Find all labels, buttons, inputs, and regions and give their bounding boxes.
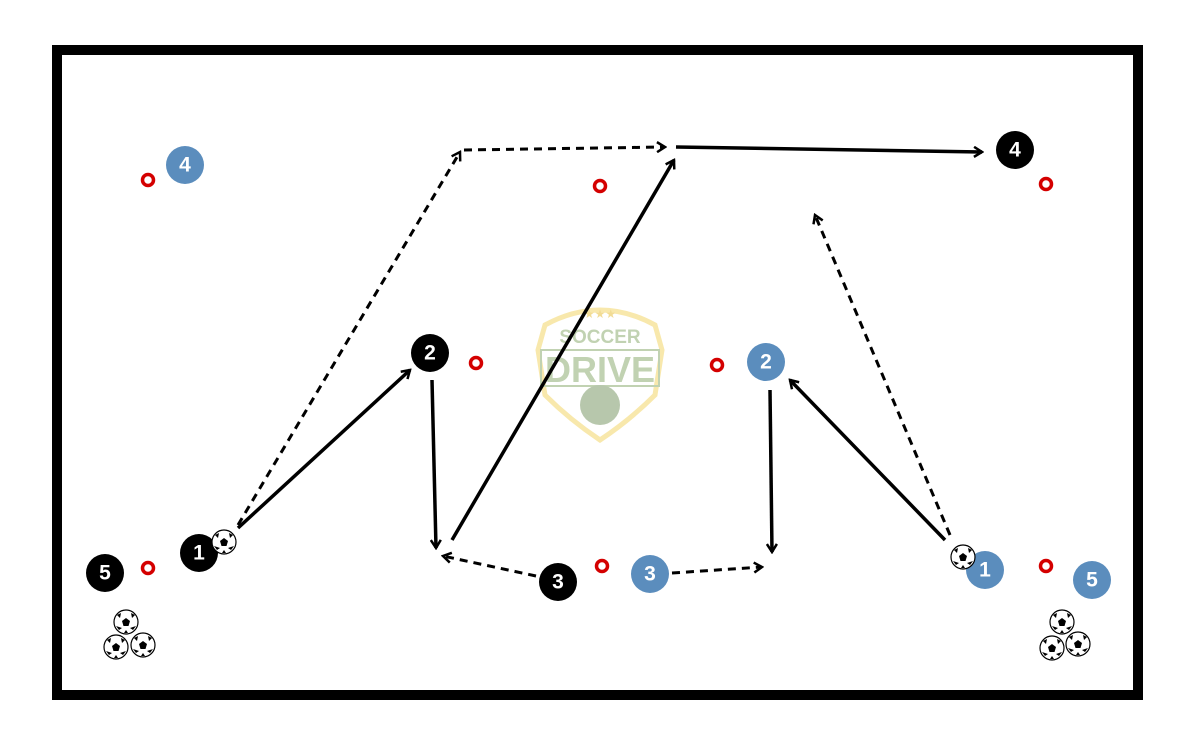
player-blue-1[interactable]: 1 <box>966 551 1004 589</box>
cone-marker-icon <box>1038 558 1054 574</box>
cone-marker-icon <box>468 355 484 371</box>
svg-text:★★★: ★★★ <box>584 307 616 321</box>
player-blue-4[interactable]: 4 <box>166 146 204 184</box>
logo-text-drive: DRIVE <box>545 349 655 390</box>
pass-arrow <box>675 145 982 152</box>
cone-marker-icon <box>1038 176 1054 192</box>
soccer-ball-icon <box>211 529 237 555</box>
player-black-3[interactable]: 3 <box>539 563 577 601</box>
cone-marker-icon <box>140 560 156 576</box>
soccer-drive-logo: ★★★ SOCCER DRIVE <box>535 307 665 444</box>
player-number: 4 <box>1009 139 1021 162</box>
run-arrow <box>463 147 665 150</box>
player-black-1[interactable]: 1 <box>180 534 218 572</box>
pass-arrow <box>770 389 772 552</box>
soccer-ball-icon <box>130 632 156 658</box>
soccer-ball-icon <box>1039 635 1065 661</box>
pass-arrow <box>450 160 674 541</box>
player-blue-5[interactable]: 5 <box>1073 561 1111 599</box>
run-arrow <box>443 556 537 578</box>
cone-marker-icon <box>140 172 156 188</box>
pass-arrow <box>790 380 947 542</box>
pass-arrow <box>432 379 436 548</box>
player-black-5[interactable]: 5 <box>86 554 124 592</box>
soccer-ball-icon <box>1065 631 1091 657</box>
team-blue: 1 2 3 4 5 <box>166 146 1111 599</box>
player-number: 5 <box>99 562 111 585</box>
player-number: 3 <box>552 571 564 594</box>
cone-marker-icon <box>709 357 725 373</box>
soccer-ball-icon <box>950 544 976 570</box>
team-black: 1 2 3 4 5 <box>86 131 1034 601</box>
player-number: 1 <box>979 559 991 582</box>
pass-arrow <box>236 370 410 530</box>
movement-arrows <box>236 145 982 578</box>
player-number: 1 <box>193 542 205 565</box>
cones <box>140 172 1054 576</box>
player-black-4[interactable]: 4 <box>996 131 1034 169</box>
soccer-ball-icon <box>113 609 139 635</box>
cone-marker-icon <box>594 558 610 574</box>
soccer-ball-icon <box>1049 609 1075 635</box>
run-arrow <box>671 567 762 575</box>
player-blue-2[interactable]: 2 <box>747 343 785 381</box>
run-arrow <box>236 152 460 526</box>
run-arrow <box>815 215 952 536</box>
cone-marker-icon <box>592 178 608 194</box>
soccer-ball-icon <box>103 634 129 660</box>
player-number: 3 <box>644 563 656 586</box>
player-number: 2 <box>424 342 436 365</box>
player-number: 2 <box>760 351 772 374</box>
player-number: 4 <box>179 154 191 177</box>
player-black-2[interactable]: 2 <box>411 334 449 372</box>
player-number: 5 <box>1086 569 1098 592</box>
player-blue-3[interactable]: 3 <box>631 555 669 593</box>
logo-text-soccer: SOCCER <box>559 327 641 348</box>
